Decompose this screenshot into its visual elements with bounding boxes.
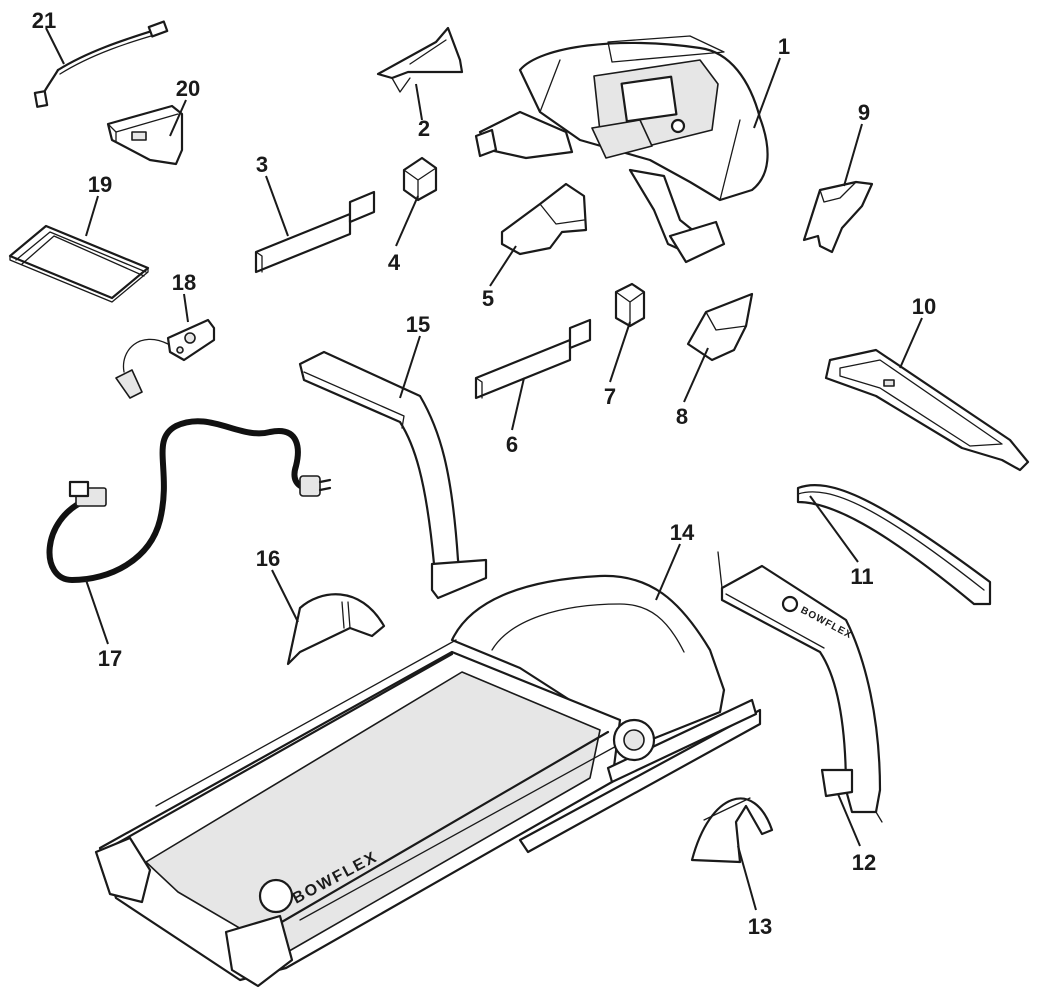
callout-numbers: 21 20 19 18 17 16 15 3 4 2 1 9 5 7 6 8 1… — [32, 8, 936, 939]
handlebar-grip-left-icon — [254, 190, 376, 274]
callout-17: 17 — [98, 646, 122, 671]
callout-20: 20 — [176, 76, 200, 101]
grip-end-cap-left-icon — [402, 156, 438, 202]
power-cord-icon — [46, 418, 332, 583]
callout-18: 18 — [172, 270, 196, 295]
leader-18 — [183, 293, 189, 323]
leader-8 — [683, 347, 709, 403]
safety-key-icon — [115, 318, 216, 399]
callout-15: 15 — [406, 312, 430, 337]
callout-6: 6 — [506, 432, 518, 457]
leader-lines — [45, 27, 923, 911]
callout-2: 2 — [418, 116, 430, 141]
cable-icon — [33, 20, 169, 108]
callout-16: 16 — [256, 546, 280, 571]
upright-left-icon — [298, 350, 488, 600]
treadmill-base-icon: BOWFLEX — [94, 574, 762, 988]
leader-2 — [415, 83, 423, 121]
leader-10 — [899, 317, 923, 369]
manual-icon — [8, 224, 150, 303]
callout-5: 5 — [482, 286, 494, 311]
leader-7 — [609, 321, 631, 383]
callout-11: 11 — [850, 564, 873, 589]
callout-9: 9 — [858, 100, 870, 125]
callout-21: 21 — [32, 8, 56, 33]
console-side-cover-icon — [802, 180, 874, 254]
leader-17 — [85, 579, 109, 645]
leader-12 — [837, 793, 861, 847]
callout-12: 12 — [852, 850, 876, 875]
callout-7: 7 — [604, 384, 616, 409]
leader-16 — [271, 569, 299, 623]
leader-3 — [265, 175, 289, 237]
leader-14 — [655, 543, 681, 601]
upright-right-icon: BOWFLEX — [717, 551, 883, 823]
handlebar-shroud-left-icon — [500, 182, 588, 256]
leader-20 — [169, 99, 187, 137]
leader-19 — [85, 195, 99, 237]
leader-6 — [511, 377, 525, 431]
leader-21 — [45, 27, 65, 65]
callout-19: 19 — [88, 172, 112, 197]
callout-13: 13 — [748, 914, 772, 939]
tablet-holder-icon — [106, 104, 184, 166]
callout-3: 3 — [256, 152, 268, 177]
console-cover-icon — [376, 26, 464, 93]
leader-1 — [753, 57, 781, 129]
leader-11 — [809, 495, 859, 563]
leader-15 — [399, 335, 421, 399]
callout-10: 10 — [912, 294, 936, 319]
callout-4: 4 — [388, 250, 401, 275]
grip-end-cap-right-icon — [614, 282, 646, 328]
console-assembly-icon — [474, 35, 769, 264]
crossbar-icon — [796, 484, 992, 606]
upright-base-cover-right-icon — [690, 797, 774, 864]
callout-1: 1 — [778, 34, 790, 59]
handlebar-shroud-right-icon — [686, 292, 754, 362]
accessory-tray-icon — [824, 348, 1030, 472]
leader-5 — [489, 245, 517, 287]
callout-14: 14 — [670, 520, 695, 545]
leader-4 — [395, 195, 419, 247]
callout-8: 8 — [676, 404, 688, 429]
leader-13 — [737, 845, 757, 911]
leader-9 — [843, 123, 863, 187]
upright-base-cover-left-icon — [286, 593, 386, 666]
handlebar-grip-right-icon — [474, 318, 592, 400]
